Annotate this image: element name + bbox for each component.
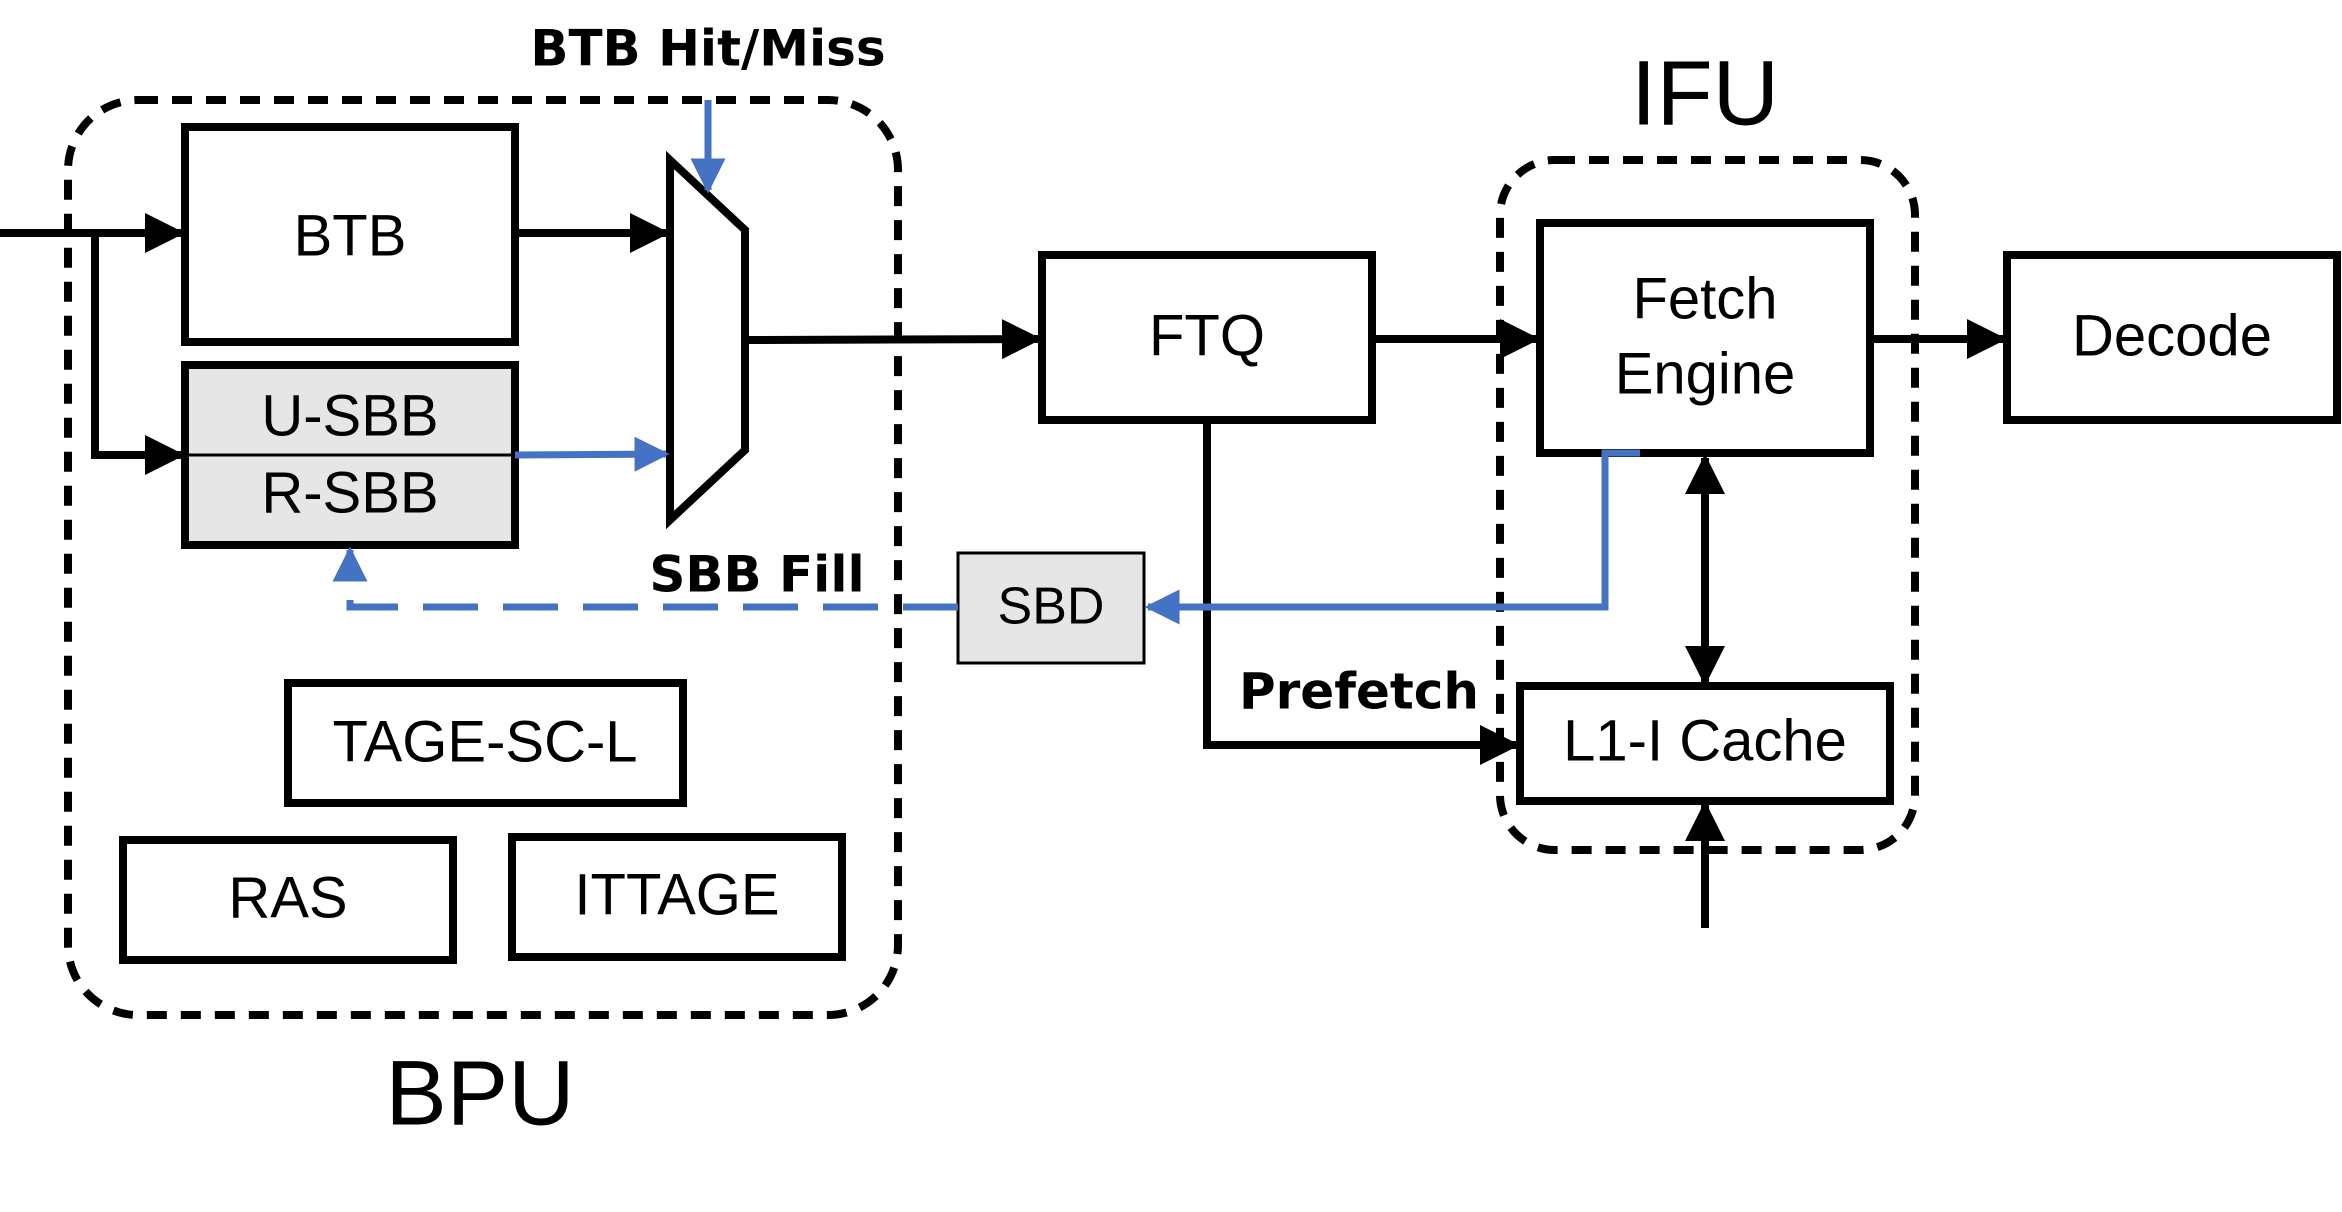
btb-hit-miss-label: BTB Hit/Miss bbox=[530, 20, 885, 78]
btb-sbb-mux bbox=[666, 150, 749, 530]
tage-sc-l-block bbox=[284, 679, 687, 807]
blue-connections bbox=[332, 100, 1640, 625]
ifu-group-label: IFU bbox=[1631, 42, 1779, 144]
sbd-to-sbb-fill-dashed-arrow bbox=[332, 546, 958, 611]
ftq-block bbox=[1038, 251, 1376, 424]
black-connections bbox=[0, 213, 2007, 928]
ittage-block bbox=[508, 833, 846, 961]
fetch-engine-label-line1: Fetch bbox=[1632, 266, 1777, 331]
decode-block bbox=[2003, 251, 2341, 424]
ifu-group-boundary bbox=[1496, 156, 1919, 854]
ftq-prefetch-to-l1i-arrow bbox=[1203, 420, 1520, 765]
btb-label: BTB bbox=[294, 203, 407, 268]
ras-block bbox=[119, 836, 457, 964]
decode-label: Decode bbox=[2072, 303, 2272, 368]
sbd-label: SBD bbox=[998, 578, 1105, 636]
bpu-group-boundary bbox=[64, 96, 902, 1019]
mux-to-ftq-arrow bbox=[744, 319, 1042, 360]
ras-label: RAS bbox=[228, 865, 347, 930]
sbb-to-mux-arrow bbox=[514, 436, 670, 472]
ittage-label: ITTAGE bbox=[574, 862, 779, 927]
prefetch-label: Prefetch bbox=[1239, 663, 1479, 721]
ftq-label: FTQ bbox=[1149, 303, 1265, 368]
r-sbb-label: R-SBB bbox=[261, 460, 438, 525]
sbb-fill-label: SBB Fill bbox=[649, 546, 864, 604]
fetch-engine-label-line2: Engine bbox=[1615, 341, 1796, 406]
bpu-group-label: BPU bbox=[385, 1042, 574, 1144]
tage-sc-l-label: TAGE-SC-L bbox=[332, 709, 637, 774]
u-sbb-label: U-SBB bbox=[261, 383, 438, 448]
input-to-sbb-arrow bbox=[91, 233, 185, 475]
fetch-engine-block bbox=[1536, 219, 1874, 457]
l1i-cache-label: L1-I Cache bbox=[1563, 708, 1847, 773]
sbd-block bbox=[956, 551, 1146, 665]
fetch-engine-to-sbd-arrow bbox=[1144, 449, 1640, 625]
